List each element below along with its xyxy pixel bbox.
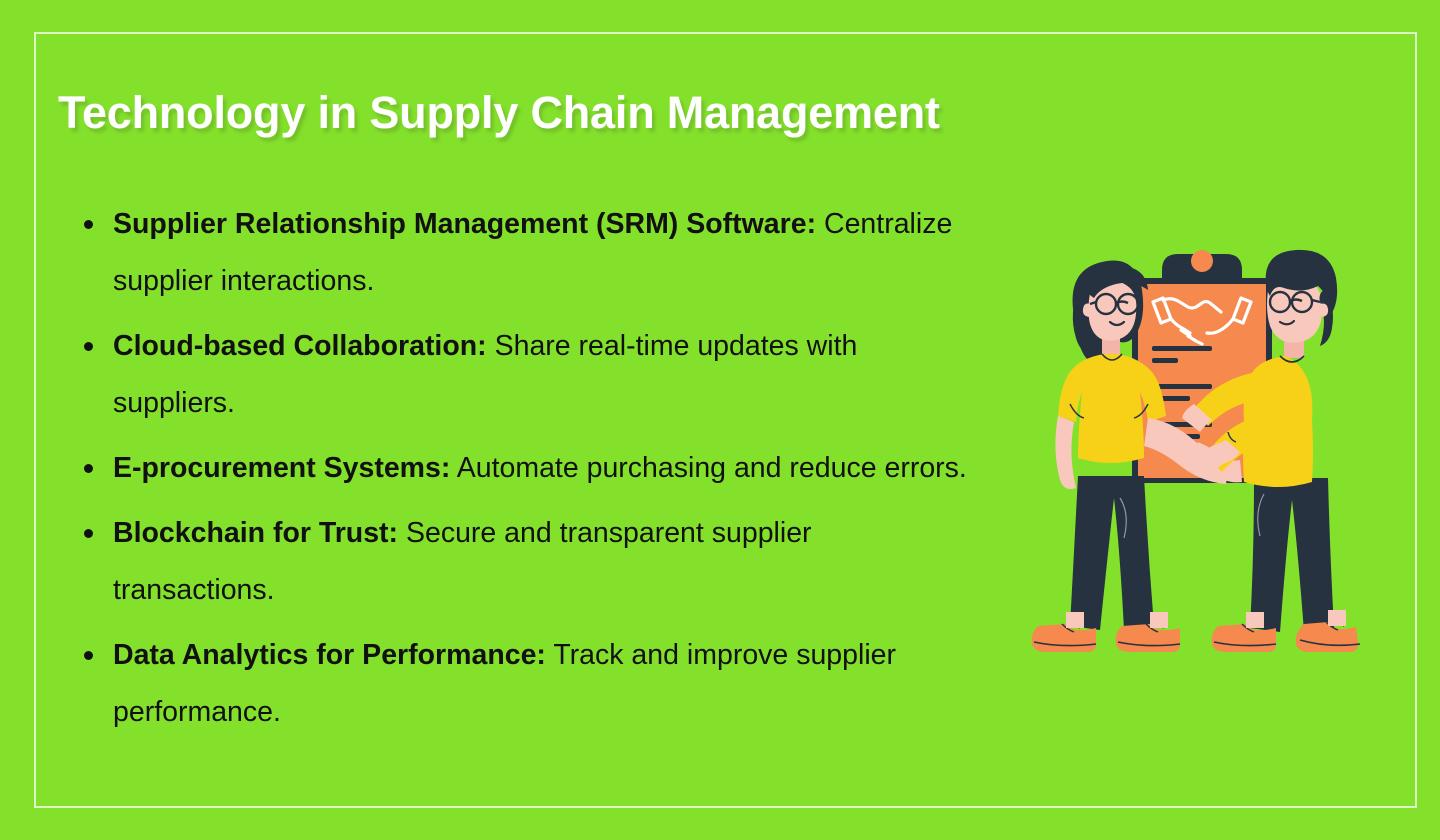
list-item: Data Analytics for Performance: Track an… xyxy=(70,627,975,741)
two-people-handshake-clipboard-illustration xyxy=(1022,246,1368,666)
bullet-lead-label: Blockchain for Trust: xyxy=(113,517,399,549)
bullet-list: Supplier Relationship Management (SRM) S… xyxy=(70,196,975,749)
list-item: Blockchain for Trust: Secure and transpa… xyxy=(70,505,975,619)
person-man-figure xyxy=(1182,249,1361,652)
page-title: Technology in Supply Chain Management xyxy=(58,87,940,138)
shoe xyxy=(1031,619,1181,652)
bullet-lead-label: Supplier Relationship Management (SRM) S… xyxy=(113,208,817,240)
person-woman-figure xyxy=(1031,260,1242,652)
bullet-body-text: Centralize supplier interactions. xyxy=(113,208,953,297)
bullet-lead-label: Cloud-based Collaboration: xyxy=(113,330,487,362)
shoe xyxy=(1211,617,1361,652)
list-item: Supplier Relationship Management (SRM) S… xyxy=(70,196,975,310)
bullet-body-text: Share real-time updates with suppliers. xyxy=(113,330,858,419)
list-item: Cloud-based Collaboration: Share real-ti… xyxy=(70,318,975,432)
bullet-body-text: Automate purchasing and reduce errors. xyxy=(450,452,967,484)
bullet-lead-label: E-procurement Systems: xyxy=(113,452,451,484)
bullet-lead-label: Data Analytics for Performance: xyxy=(113,639,546,671)
bullet-body-text: Secure and transparent supplier transact… xyxy=(113,517,812,606)
glasses-icon xyxy=(1268,290,1321,314)
glasses-icon xyxy=(1089,292,1140,316)
bullet-body-text: Track and improve supplier performance. xyxy=(113,639,896,728)
list-item: E-procurement Systems: Automate purchasi… xyxy=(70,440,975,497)
